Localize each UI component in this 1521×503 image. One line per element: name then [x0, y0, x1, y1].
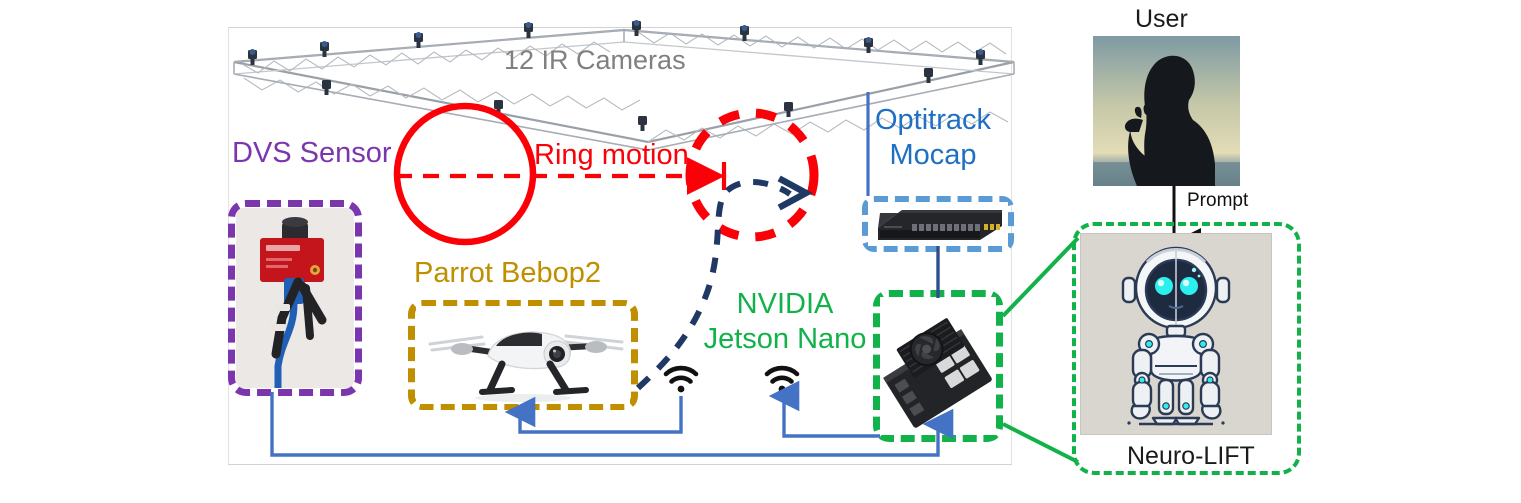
user-silhouette-icon	[1093, 36, 1240, 186]
jetson-to-wifi-right-wire	[768, 380, 880, 438]
neuro-lift-box[interactable]	[1072, 222, 1301, 475]
ring-motion-graphics	[393, 102, 819, 246]
nvidia-line-2: Jetson Nano	[703, 323, 867, 356]
dvs-camera-photo	[236, 208, 354, 388]
dvs-sensor-box[interactable]	[228, 200, 362, 396]
ir-cameras-label: 12 IR Cameras	[504, 45, 686, 75]
neuro-lift-label: Neuro-LIFT	[1127, 442, 1255, 470]
optitrack-line-1: Optitrack	[875, 104, 992, 136]
prompt-label: Prompt	[1187, 190, 1249, 211]
drone-trajectory-path	[635, 175, 813, 391]
network-switch-icon	[868, 202, 1008, 246]
jetson-to-neurolift-callout	[1001, 236, 1080, 464]
humanoid-robot-icon	[1080, 233, 1272, 435]
optitrack-line-2: Mocap	[889, 139, 977, 172]
user-label: User	[1135, 5, 1188, 33]
quadcopter-drone-icon	[416, 306, 630, 404]
ring-motion-label: Ring motion	[534, 139, 689, 171]
camera-truss-rig-icon	[233, 20, 1015, 151]
dvs-sensor-label: DVS Sensor	[232, 137, 392, 169]
wifi-left-to-parrot-wire	[504, 396, 683, 434]
dvs-to-jetson-wire	[270, 392, 954, 457]
nvidia-jetson-label: NVIDIA Jetson Nano	[700, 287, 870, 358]
parrot-bebop2-label: Parrot Bebop2	[414, 257, 602, 289]
wifi-icon	[663, 365, 699, 393]
optitrack-mocap-label: Optitrack Mocap	[875, 103, 991, 174]
nvidia-line-1: NVIDIA	[736, 288, 834, 320]
